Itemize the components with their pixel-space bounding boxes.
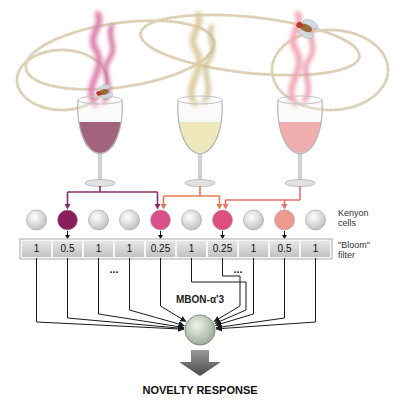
kenyon-cell <box>151 210 171 230</box>
filter-value: 1 <box>189 243 195 255</box>
filter-box: 0.5 <box>269 240 300 258</box>
odor-arrow <box>68 186 158 205</box>
row-label: "Bloom" filter <box>338 240 380 260</box>
odor-arrow <box>226 186 301 205</box>
arrow-head <box>282 235 287 239</box>
fly-head <box>96 90 102 96</box>
label-holder: Kenyon cells <box>338 208 380 228</box>
filter-value: 0.25 <box>151 243 170 255</box>
odor-plumes <box>91 14 313 104</box>
filter-box: 1 <box>238 240 269 258</box>
flight-path <box>138 6 363 85</box>
kenyon-cell <box>89 210 109 230</box>
kenyon-cell <box>27 210 47 230</box>
mbon-neuron: MBON-α'3 <box>184 314 216 346</box>
label-holder: ... <box>109 259 118 277</box>
cell-to-filter-arrows <box>65 231 287 239</box>
glass-stem <box>299 154 302 182</box>
arrow-head <box>282 204 288 210</box>
fruit-fly <box>95 83 114 101</box>
glass-base <box>285 180 315 187</box>
filter-box: 0.25 <box>207 240 238 258</box>
filter-value: 1 <box>251 243 257 255</box>
odor-arrow <box>164 186 220 205</box>
fruit-fly <box>293 15 319 40</box>
kenyon-cell <box>306 210 326 230</box>
kenyon-cell <box>244 210 264 230</box>
filter-value: 0.25 <box>213 243 232 255</box>
flight-paths <box>17 6 388 110</box>
arrow-head <box>65 235 70 239</box>
flight-path <box>21 10 218 100</box>
filter-box: 1 <box>300 240 331 258</box>
connector-arrow <box>37 258 185 329</box>
arrow-head <box>161 204 167 210</box>
label-holder: "Bloom" filter <box>338 240 380 260</box>
kenyon-cell <box>213 210 233 230</box>
filter-value: 1 <box>34 243 40 255</box>
connector-arrow <box>215 258 253 325</box>
filter-box: 1 <box>83 240 114 258</box>
filter-box: 1 <box>176 240 207 258</box>
neuron-shape <box>184 314 216 346</box>
kenyon-cell <box>58 210 78 230</box>
arrow-head <box>217 204 223 210</box>
arrow-head <box>155 204 161 210</box>
arrow-head <box>65 204 71 210</box>
glass-bowl <box>278 100 323 154</box>
glass-bowl <box>78 100 123 154</box>
filter-box: 1 <box>114 240 145 258</box>
filter-box: 0.5 <box>52 240 83 258</box>
connector-arrow <box>216 258 316 329</box>
glass-stem <box>99 154 102 182</box>
odor-plume <box>191 14 199 104</box>
kenyon-cells <box>27 210 326 230</box>
arrow-head <box>220 235 225 239</box>
odor-plume <box>91 14 99 104</box>
kenyon-cell <box>275 210 295 230</box>
filter-value: 0.5 <box>61 243 75 255</box>
glass-stem <box>199 154 202 182</box>
label-holder: NOVELTY RESPONSE <box>142 380 257 398</box>
connector-arrow <box>99 258 185 328</box>
neuron-caption: MBON-α'3 <box>176 294 224 306</box>
connector-arrow <box>68 258 185 329</box>
label-holder: ... <box>233 259 242 277</box>
connector-arrow <box>192 258 247 324</box>
glass-bowl <box>178 100 223 154</box>
fly-head <box>295 21 303 29</box>
output-arrow <box>179 350 221 376</box>
filter-value: 1 <box>313 243 319 255</box>
glass-rim <box>278 96 322 104</box>
arrow-head <box>223 204 229 210</box>
ellipsis: ... <box>233 263 242 275</box>
wine-glasses <box>78 96 323 187</box>
odor-arrows <box>65 186 301 210</box>
glass-rim <box>78 96 122 104</box>
filter-box: 1 <box>21 240 52 258</box>
kenyon-cell <box>182 210 202 230</box>
glass-rim <box>178 96 222 104</box>
odor-plume <box>204 26 213 102</box>
row-label: Kenyon cells <box>338 208 380 228</box>
output-label: NOVELTY RESPONSE <box>142 384 257 396</box>
connector-arrow <box>216 258 285 328</box>
connector-arrow <box>161 258 187 322</box>
filter-value: 0.5 <box>278 243 292 255</box>
neuron-body <box>185 315 215 345</box>
small-arrow <box>68 231 285 235</box>
glass-base <box>85 180 115 187</box>
ellipsis: ... <box>109 263 118 275</box>
filter-value: 1 <box>127 243 133 255</box>
arrow-head <box>158 235 163 239</box>
glass-base <box>185 180 215 187</box>
filter-value: 1 <box>96 243 102 255</box>
filter-box: 0.25 <box>145 240 176 258</box>
neuron-label: MBON-α'3 <box>176 294 224 306</box>
filter-frame <box>20 239 332 259</box>
kenyon-cell <box>120 210 140 230</box>
